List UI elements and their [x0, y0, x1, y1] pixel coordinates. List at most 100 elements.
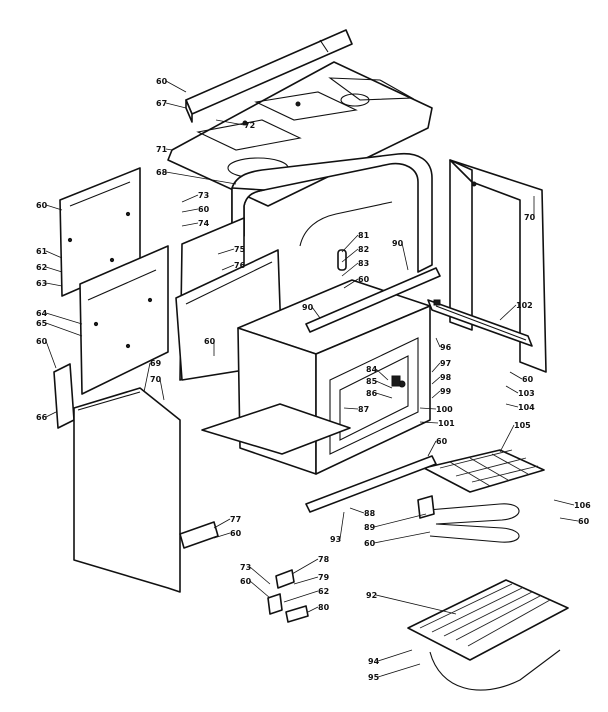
- element-hairpin-part: [417, 495, 520, 543]
- part-number-label: 60: [156, 77, 168, 86]
- part-number-label: 67: [156, 99, 167, 108]
- part-number-label: 75: [234, 245, 246, 254]
- part-number-label: 70: [524, 213, 536, 222]
- leader-line: [307, 606, 319, 613]
- leader-line: [165, 148, 173, 151]
- broil-element-part: [427, 299, 533, 347]
- leader-line: [215, 119, 245, 126]
- hinge-bracket-part: [179, 521, 219, 549]
- leader-line: [373, 531, 431, 544]
- leader-line: [341, 234, 359, 253]
- leader-line: [213, 532, 231, 539]
- top-panel-part: [167, 61, 433, 207]
- part-number-label: 82: [358, 245, 369, 254]
- leader-line: [45, 322, 83, 337]
- leader-line: [343, 278, 359, 289]
- rail-part: [305, 249, 441, 333]
- part-number-label: 102: [516, 301, 533, 310]
- part-number-label: 85: [366, 377, 378, 386]
- leader-line: [505, 385, 519, 394]
- leader-line: [165, 102, 187, 109]
- part-number-label: 65: [36, 319, 48, 328]
- part-number-label: 64: [36, 309, 48, 318]
- leader-line: [165, 171, 237, 185]
- leader-line: [213, 518, 231, 529]
- part-number-label: 61: [36, 247, 48, 256]
- part-number-label: 60: [36, 201, 48, 210]
- leader-line: [341, 262, 359, 277]
- leader-line: [339, 511, 345, 540]
- part-number-label: 63: [36, 279, 47, 288]
- side-panel-part: [79, 245, 169, 395]
- part-number-label: 104: [518, 403, 535, 412]
- leader-line: [181, 194, 199, 203]
- leader-line: [509, 371, 523, 380]
- part-number-label: 60: [578, 517, 590, 526]
- leader-line: [283, 590, 319, 603]
- part-number-label: 100: [436, 405, 453, 414]
- part-number-label: 87: [358, 405, 369, 414]
- leader-line: [375, 594, 457, 615]
- leader-line: [181, 222, 199, 227]
- leader-line: [165, 80, 187, 93]
- part-number-label: 69: [150, 359, 162, 368]
- part-number-label: 101: [438, 419, 455, 428]
- part-number-label: 83: [358, 259, 369, 268]
- bracket-part: [53, 363, 75, 429]
- leader-line: [375, 368, 389, 381]
- leader-line: [45, 250, 63, 259]
- part-number-label: 60: [240, 577, 252, 586]
- leader-line: [499, 424, 515, 453]
- top-trim-part: [185, 29, 353, 123]
- part-number-label: 88: [364, 509, 376, 518]
- leader-line: [401, 242, 409, 271]
- oven-wrapper-part: [231, 152, 433, 273]
- part-number-label: 60: [36, 337, 48, 346]
- part-number-label: 74: [198, 219, 210, 228]
- part-number-label: 71: [156, 145, 168, 154]
- leader-line: [373, 513, 427, 528]
- leader-line: [419, 421, 439, 424]
- part-number-label: 89: [364, 523, 376, 532]
- leader-line: [435, 337, 441, 348]
- leader-line: [377, 663, 421, 678]
- leader-line: [181, 208, 199, 213]
- part-number-label: 73: [240, 563, 251, 572]
- part-number-label: 92: [366, 591, 377, 600]
- right-side-panel-part: [449, 159, 547, 373]
- leader-line: [341, 248, 359, 263]
- leader-line: [505, 403, 519, 408]
- door-outer-panel-part: [73, 387, 181, 593]
- part-number-label: 60: [204, 337, 216, 346]
- part-number-label: 90: [302, 303, 314, 312]
- part-number-label: 79: [318, 573, 330, 582]
- leader-line: [249, 566, 271, 585]
- part-number-label: 95: [368, 673, 380, 682]
- leader-line: [431, 376, 441, 385]
- leader-line: [291, 558, 319, 575]
- part-number-label: 76: [234, 261, 246, 270]
- leader-line: [419, 407, 437, 410]
- leader-line: [45, 411, 57, 418]
- part-number-label: 62: [36, 263, 47, 272]
- part-number-label: 60: [198, 205, 210, 214]
- leader-line: [375, 380, 393, 389]
- part-number-label: 70: [150, 375, 162, 384]
- part-number-label: 97: [440, 359, 451, 368]
- part-number-label: 86: [366, 389, 378, 398]
- part-number-label: 96: [440, 343, 452, 352]
- part-number-label: 93: [330, 535, 341, 544]
- leader-line: [377, 649, 413, 662]
- part-number-label: 73: [198, 191, 209, 200]
- lower-rail-part: [305, 455, 437, 513]
- part-number-label: 60: [522, 375, 534, 384]
- leader-line: [431, 390, 441, 399]
- part-number-label: 105: [514, 421, 531, 430]
- leader-line: [45, 204, 63, 211]
- bake-element-part: [423, 449, 545, 493]
- part-number-label: 60: [436, 437, 448, 446]
- part-number-label: 66: [36, 413, 48, 422]
- leader-line: [375, 392, 393, 399]
- part-number-label: 60: [358, 275, 370, 284]
